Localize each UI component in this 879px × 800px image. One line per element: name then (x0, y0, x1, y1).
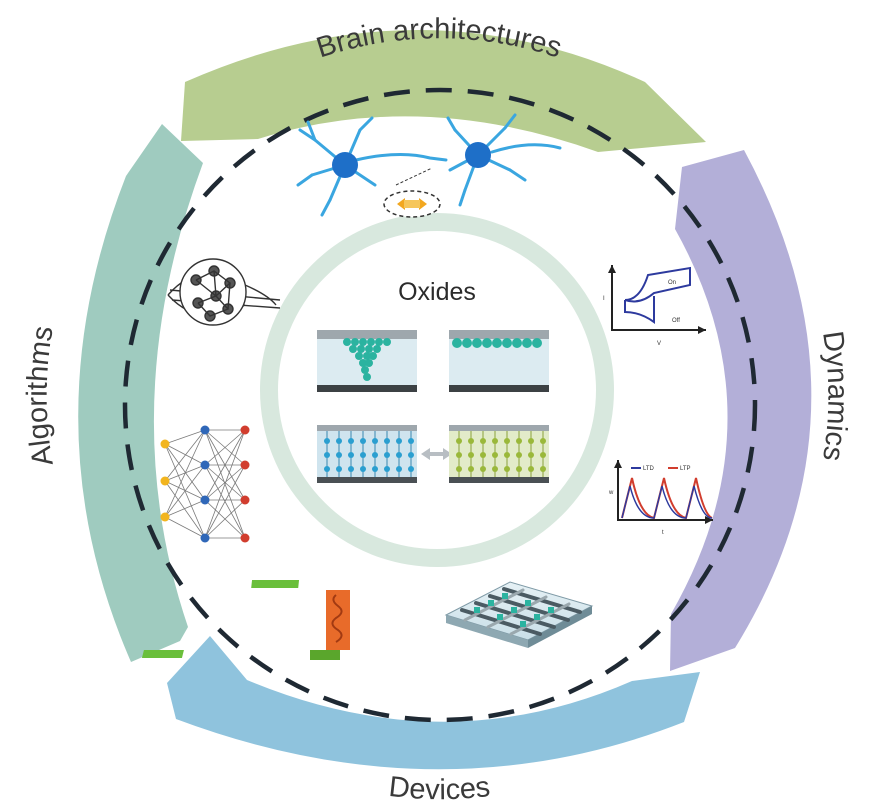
devices-label: Devices (387, 771, 492, 800)
dynamics-label: Dynamics (816, 329, 853, 463)
neuron-soma-left (332, 152, 358, 178)
hysteresis-plot-icon: I V On Off (603, 265, 706, 347)
dashed-boundary-ring (122, 87, 758, 723)
neural-network-layers-icon (160, 425, 250, 543)
algorithms-label: Algorithms (22, 324, 60, 468)
oxides-ring (260, 213, 614, 567)
ltd-legend-label: LTD (643, 466, 655, 472)
outer-arrow-ring (78, 30, 812, 770)
network-icon (167, 258, 281, 326)
dynamics-arrow (670, 150, 812, 671)
double-arrow-icon (421, 448, 452, 460)
hysteresis-x-label: V (657, 341, 661, 347)
oxides-title: Oxides (398, 278, 476, 306)
crossbar-array-icon (444, 581, 594, 648)
neuron-soma-right (465, 142, 491, 168)
neuron-icon (296, 113, 562, 217)
ltd-ltp-plot-icon: LTD LTP w t (608, 460, 713, 536)
ltp-legend-label: LTP (680, 466, 691, 472)
oxide-interface-panel (449, 330, 549, 392)
oxide-filament-panel (317, 330, 417, 392)
hysteresis-on-label: On (668, 280, 676, 286)
devices-arrow (167, 636, 700, 770)
hysteresis-y-label: I (603, 296, 605, 302)
synapse-icon (383, 167, 441, 218)
vertical-device-icon (141, 580, 350, 660)
oxide-lattice-blue-panel (317, 425, 417, 483)
hysteresis-off-label: Off (672, 318, 680, 324)
oxide-lattice-green-panel (449, 425, 549, 483)
ltd-ltp-x-label: t (662, 530, 664, 536)
ltd-ltp-y-label: w (608, 490, 614, 496)
algorithms-arrow (78, 124, 203, 662)
